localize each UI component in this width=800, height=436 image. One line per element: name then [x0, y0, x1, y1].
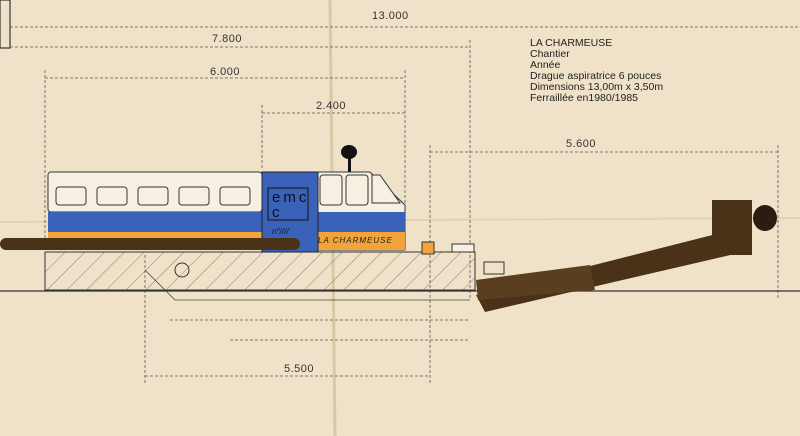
shipyard-label: Chantier [530, 48, 570, 60]
scrapped-date: Ferraillée en1980/1985 [530, 92, 638, 104]
dimension-hull-length: 5.500 [284, 363, 315, 375]
vessel-type: Drague aspiratrice 6 pouces [530, 70, 662, 82]
dimension-overall-length: 13.000 [372, 10, 409, 22]
vessel-dimensions: Dimensions 13,00m x 3,50m [530, 81, 664, 93]
cutter-head [753, 205, 777, 231]
hull [44, 251, 476, 291]
dimension-6000: 6.000 [210, 66, 241, 78]
emcc-logo: emcc [272, 189, 310, 221]
hull-name-lettering: LA CHARMEUSE [318, 236, 393, 245]
suction-pipe [0, 238, 300, 250]
vessel-name: LA CHARMEUSE [530, 37, 613, 49]
hull-number: n°//// [272, 227, 289, 236]
searchlight [341, 145, 357, 159]
title-block: LA CHARMEUSE Chantier Année Drague aspir… [530, 38, 663, 104]
dimension-2400: 2.400 [316, 100, 347, 112]
year-label: Année [530, 59, 561, 71]
dimension-7800: 7.800 [212, 33, 243, 45]
dimension-ladder-length: 5.600 [566, 138, 597, 150]
